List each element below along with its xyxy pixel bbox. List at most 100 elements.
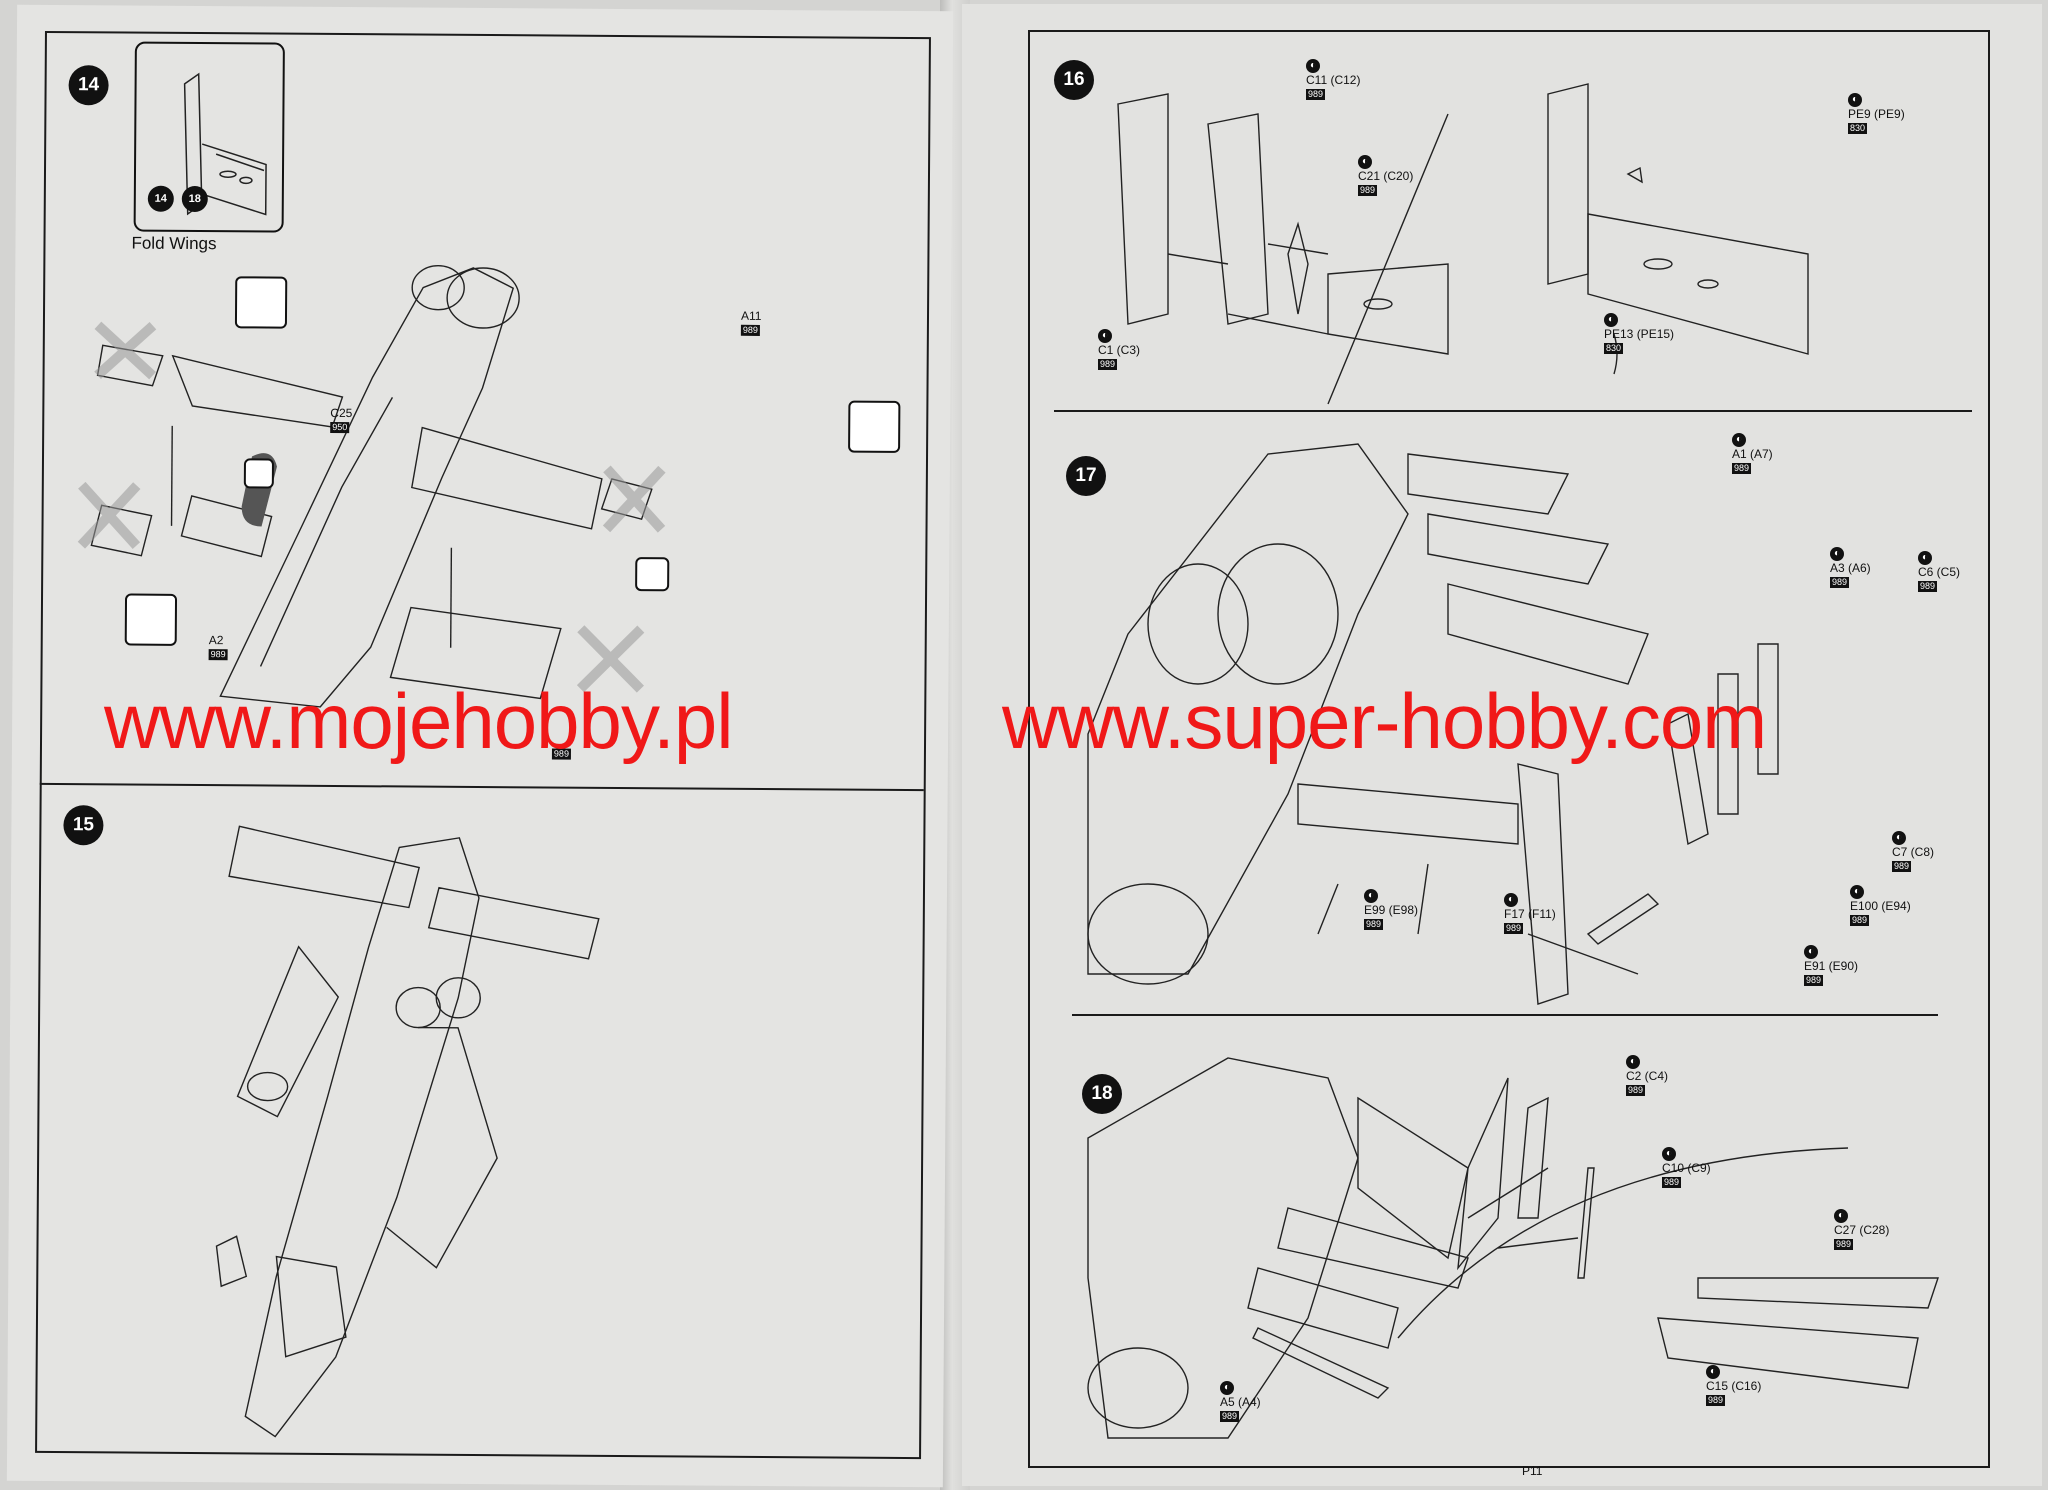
left-page: 14 15 14 18 Fold Wings — [6, 4, 954, 1488]
part-number: E99 (E98) — [1364, 903, 1419, 917]
fold-wings-inset: 14 18 — [133, 41, 285, 233]
half-filled-circle-icon: ◐ — [1358, 155, 1372, 169]
color-code: 989 — [1358, 185, 1378, 196]
glue-icon — [243, 458, 275, 489]
half-filled-circle-icon: ◐ — [1626, 1055, 1640, 1069]
color-code: 830 — [1604, 343, 1624, 354]
color-code: 989 — [1918, 581, 1938, 592]
step17-aircraft-drawing — [1028, 414, 1988, 1014]
half-filled-circle-icon: ◐ — [1662, 1147, 1676, 1161]
part-number: A5 (A4) — [1220, 1395, 1261, 1409]
half-filled-circle-icon: ◐ — [1364, 889, 1378, 903]
part-number: A11 — [740, 308, 762, 323]
step-number-14: 14 — [68, 65, 109, 106]
color-code: 989 — [208, 649, 228, 661]
color-code: 989 — [1732, 463, 1752, 474]
part-label-c7: ◐ C7 (C8) 989 — [1892, 830, 1934, 872]
part-number: C25 — [330, 405, 353, 421]
part-label-pe13: ◐ PE13 (PE15) 830 — [1604, 312, 1674, 354]
part-label-c6: ◐ C6 (C5) 989 — [1918, 550, 1960, 592]
part-number: C11 (C12) — [1306, 73, 1361, 87]
color-code: 989 — [1892, 861, 1912, 872]
inset-from-step: 14 — [147, 185, 174, 212]
part-number: PE13 (PE15) — [1604, 327, 1675, 341]
glue-icon — [635, 557, 670, 592]
step18-aircraft-drawing — [1028, 1018, 1988, 1458]
step-divider-16-17 — [1054, 410, 1972, 412]
step16-wing-parts-drawing — [1028, 34, 1988, 414]
part-number: A2 — [208, 633, 224, 648]
part-number: C15 (C16) — [1706, 1379, 1762, 1393]
part-label-e91: ◐ E91 (E90) 989 — [1804, 944, 1858, 986]
part-number: C6 (C5) — [1918, 565, 1961, 579]
part-label-c10: ◐ C10 (C9) 989 — [1662, 1146, 1711, 1188]
color-code: 989 — [1662, 1177, 1682, 1188]
watermark-mojehobby: www.mojehobby.pl — [104, 677, 734, 765]
cut-instruction-icon — [848, 400, 901, 453]
half-filled-circle-icon: ◐ — [1848, 93, 1862, 107]
part-number: A1 (A7) — [1732, 447, 1773, 461]
step-frame-16-18 — [1028, 30, 1990, 1468]
half-filled-circle-icon: ◐ — [1918, 551, 1932, 565]
part-label-a2: A2 989 — [208, 633, 228, 661]
part-number: PE9 (PE9) — [1848, 107, 1905, 121]
part-label-c1: ◐ C1 (C3) 989 — [1098, 328, 1140, 370]
part-number: F17 (F11) — [1504, 907, 1556, 921]
color-code: 830 — [1848, 123, 1868, 134]
part-label-e99: ◐ E99 (E98) 989 — [1364, 888, 1418, 930]
part-label-a1: ◐ A1 (A7) 989 — [1732, 432, 1773, 474]
color-code: 989 — [1850, 915, 1870, 926]
part-label-c11: ◐ C11 (C12) 989 — [1306, 58, 1360, 100]
part-label-f17: ◐ F17 (F11) 989 — [1504, 892, 1556, 934]
color-code: 950 — [330, 421, 350, 434]
color-code: 989 — [1306, 89, 1326, 100]
color-code: 989 — [1220, 1411, 1240, 1422]
part-label-c21: ◐ C21 (C20) 989 — [1358, 154, 1413, 196]
part-number: C1 (C3) — [1098, 343, 1141, 357]
step-number-16: 16 — [1054, 60, 1094, 100]
part-number: E91 (E90) — [1804, 959, 1859, 973]
half-filled-circle-icon: ◐ — [1220, 1381, 1234, 1395]
color-code: 989 — [1706, 1395, 1726, 1406]
right-page: 16 17 18 ◐ C11 (C12) 989 ◐ C21 (C20) 989 — [962, 4, 2042, 1486]
step14-aircraft-drawing — [40, 225, 923, 731]
step-number-18: 18 — [1082, 1074, 1122, 1114]
part-number: C21 (C20) — [1358, 169, 1414, 183]
part-label-c2: ◐ C2 (C4) 989 — [1626, 1054, 1668, 1096]
part-label-pe9: ◐ PE9 (PE9) 830 — [1848, 92, 1905, 134]
half-filled-circle-icon: ◐ — [1306, 59, 1320, 73]
half-filled-circle-icon: ◐ — [1850, 885, 1864, 899]
part-label-e100: ◐ E100 (E94) 989 — [1850, 884, 1911, 926]
part-label-a11: A11 989 — [740, 308, 762, 336]
part-number: E100 (E94) — [1850, 899, 1911, 913]
part-label-c25: C25 950 — [330, 405, 353, 434]
step-divider-17-18 — [1072, 1014, 1938, 1016]
page-number: P11 — [1522, 1464, 1543, 1478]
part-label-a3: ◐ A3 (A6) 989 — [1830, 546, 1871, 588]
part-number: C2 (C4) — [1626, 1069, 1669, 1083]
half-filled-circle-icon: ◐ — [1732, 433, 1746, 447]
cut-instruction-icon — [124, 593, 178, 646]
half-filled-circle-icon: ◐ — [1098, 329, 1112, 343]
cut-instruction-icon — [234, 276, 288, 329]
half-filled-circle-icon: ◐ — [1830, 547, 1844, 561]
step15-aircraft-drawing — [35, 795, 920, 1461]
color-code: 989 — [1834, 1239, 1854, 1250]
inset-to-step: 18 — [181, 185, 208, 213]
color-code: 989 — [1504, 923, 1524, 934]
half-filled-circle-icon: ◐ — [1834, 1209, 1848, 1223]
color-code: 989 — [1804, 975, 1824, 986]
color-code: 989 — [740, 324, 760, 336]
part-number: C27 (C28) — [1834, 1223, 1890, 1237]
color-code: 989 — [1098, 359, 1118, 370]
part-label-c15: ◐ C15 (C16) 989 — [1706, 1364, 1761, 1406]
color-code: 989 — [1830, 577, 1850, 588]
watermark-super-hobby: www.super-hobby.com — [1002, 677, 1767, 765]
color-code: 989 — [1626, 1085, 1646, 1096]
half-filled-circle-icon: ◐ — [1504, 893, 1518, 907]
half-filled-circle-icon: ◐ — [1892, 831, 1906, 845]
half-filled-circle-icon: ◐ — [1804, 945, 1818, 959]
color-code: 989 — [1364, 919, 1384, 930]
part-label-c27: ◐ C27 (C28) 989 — [1834, 1208, 1889, 1250]
part-number: C10 (C9) — [1662, 1161, 1711, 1175]
